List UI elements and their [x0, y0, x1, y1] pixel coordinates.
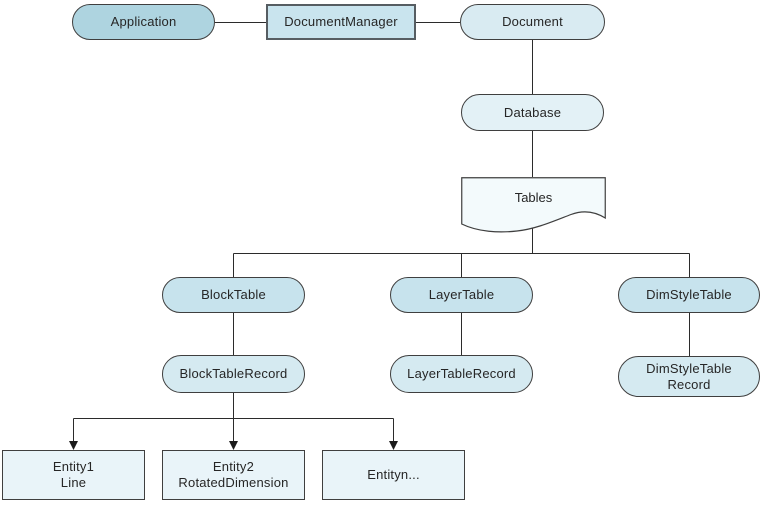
- node-layer-table: LayerTable: [390, 277, 533, 313]
- node-block-table: BlockTable: [162, 277, 305, 313]
- node-dim-style-table-record-label: DimStyleTable Record: [646, 360, 732, 392]
- node-layer-table-label: LayerTable: [428, 287, 495, 302]
- node-entityn-label: Entityn...: [367, 467, 420, 482]
- node-dim-style-table-label: DimStyleTable: [646, 287, 732, 302]
- node-block-table-record-label: BlockTableRecord: [179, 366, 288, 381]
- node-entity1-label: Entity1 Line: [52, 459, 95, 490]
- node-block-table-label: BlockTable: [201, 287, 266, 302]
- node-document-label: Document: [502, 14, 563, 29]
- node-document-manager-label: DocumentManager: [284, 14, 398, 29]
- node-entity2-label: Entity2 RotatedDimension: [178, 459, 289, 490]
- node-entity2: Entity2 RotatedDimension: [162, 450, 305, 500]
- node-tables: [461, 177, 606, 233]
- arrowhead-entity1: [69, 441, 78, 450]
- node-layer-table-record-label: LayerTableRecord: [407, 366, 516, 381]
- arrowhead-entity2: [229, 441, 238, 450]
- node-document: Document: [460, 4, 605, 40]
- node-database-label: Database: [503, 104, 562, 120]
- node-entityn: Entityn...: [322, 450, 465, 500]
- node-dim-style-table-record: DimStyleTable Record: [618, 356, 760, 397]
- node-layer-table-record: LayerTableRecord: [390, 355, 533, 393]
- node-entity1: Entity1 Line: [2, 450, 145, 500]
- node-tables-label: Tables: [514, 189, 553, 205]
- node-document-manager: DocumentManager: [266, 4, 416, 40]
- node-tables-shape: [461, 177, 606, 233]
- node-database: Database: [461, 94, 604, 131]
- node-application: Application: [72, 4, 215, 40]
- node-dim-style-table: DimStyleTable: [618, 277, 760, 313]
- node-application-label: Application: [110, 14, 177, 29]
- arrowhead-entityn: [389, 441, 398, 450]
- node-block-table-record: BlockTableRecord: [162, 355, 305, 393]
